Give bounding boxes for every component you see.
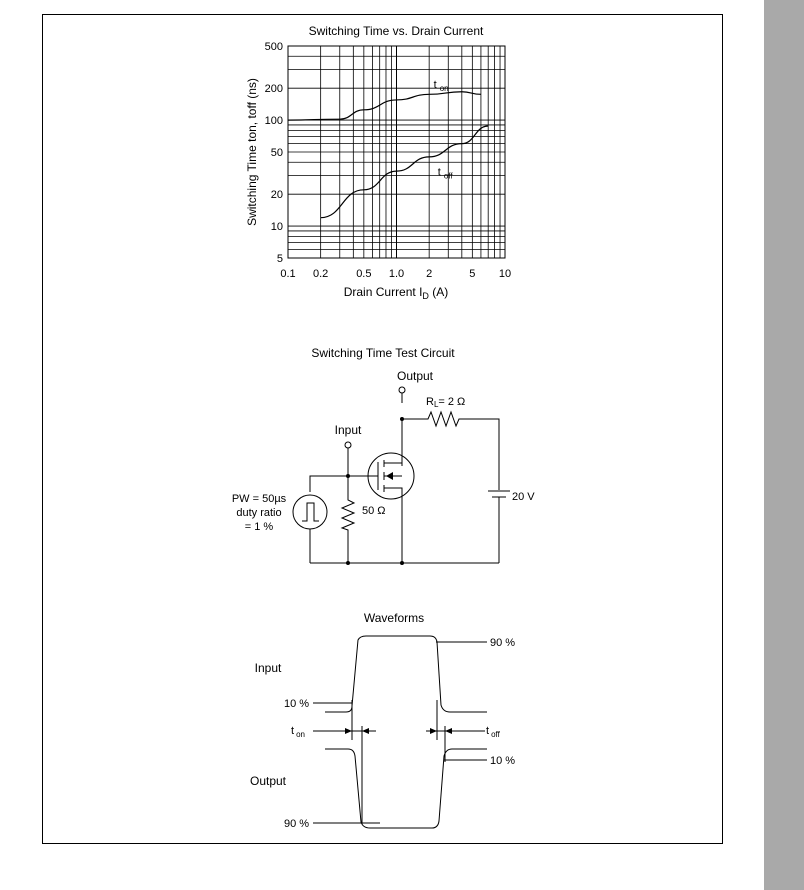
load-resistor-rl [402,410,500,490]
series-line-toff [320,125,489,219]
x-tick-label: 0.2 [313,268,328,280]
chart-plot-border [287,45,506,259]
waveforms-diagram: Waveforms Input Output 90 % 10 % 10 % 90… [250,611,515,830]
pw-label-line1: PW = 50µs [232,493,287,505]
x-tick-label: 5 [469,268,475,280]
y-tick-label: 20 [271,189,283,201]
junction-dot [400,561,404,565]
junction-dot [400,417,404,421]
pw-label-line3: = 1 % [245,521,274,533]
resistor-50-ohm [340,476,356,563]
junction-dot [346,561,350,565]
chart-grid [287,45,506,259]
input-waveform [325,635,487,713]
circuit-output-label: Output [397,369,434,383]
x-tick-label: 0.5 [356,268,371,280]
arrow-icon [445,728,452,734]
y-tick-label: 200 [265,83,283,95]
y-tick-label: 50 [271,147,283,159]
input-90-label: 90 % [490,637,515,649]
arrow-icon [362,728,369,734]
x-tick-label: 0.1 [280,268,295,280]
input-terminal [344,441,352,449]
chart-x-tick-labels: 0.1 0.2 0.5 1.0 2 5 10 [280,268,511,280]
series-line-ton [287,91,481,121]
output-terminal [398,386,406,394]
y-tick-label: 10 [271,221,283,233]
waveforms-title: Waveforms [364,611,424,625]
y-tick-label: 100 [265,115,283,127]
wire [309,475,348,492]
output-10-label: 10 % [490,755,515,767]
chart-y-axis-label: Switching Time ton, toff (ns) [245,78,259,226]
pulse-source-symbol [292,494,328,530]
switching-time-chart: Switching Time vs. Drain Current 5102050… [245,24,511,301]
x-tick-label: 10 [499,268,511,280]
chart-x-axis-label: Drain Current ID (A) [344,285,449,301]
y-tick-label: 500 [265,41,283,53]
waveform-output-label: Output [250,774,287,788]
junction-dot [346,474,350,478]
scrollbar[interactable] [764,0,804,890]
chart-title: Switching Time vs. Drain Current [309,24,484,38]
test-circuit: Switching Time Test Circuit Output RL= 2… [232,346,535,565]
pw-label-line2: duty ratio [236,507,281,519]
input-10-label: 10 % [284,698,309,710]
resistor-50-label: 50 Ω [362,505,386,517]
voltage-label: 20 V [512,491,535,503]
circuit-title: Switching Time Test Circuit [311,346,455,360]
output-90-label: 90 % [284,818,309,830]
rl-label: RL= 2 Ω [426,396,465,409]
arrow-icon [430,728,437,734]
pulse-icon [302,502,319,522]
x-tick-label: 2 [426,268,432,280]
arrow-icon [345,728,352,734]
waveform-input-label: Input [255,661,282,675]
y-tick-label: 5 [277,253,283,265]
x-tick-label: 1.0 [389,268,404,280]
output-waveform [325,748,487,829]
circuit-input-label: Input [335,423,362,437]
chart-y-tick-labels: 5 10 20 50 100 200 500 [265,41,283,265]
